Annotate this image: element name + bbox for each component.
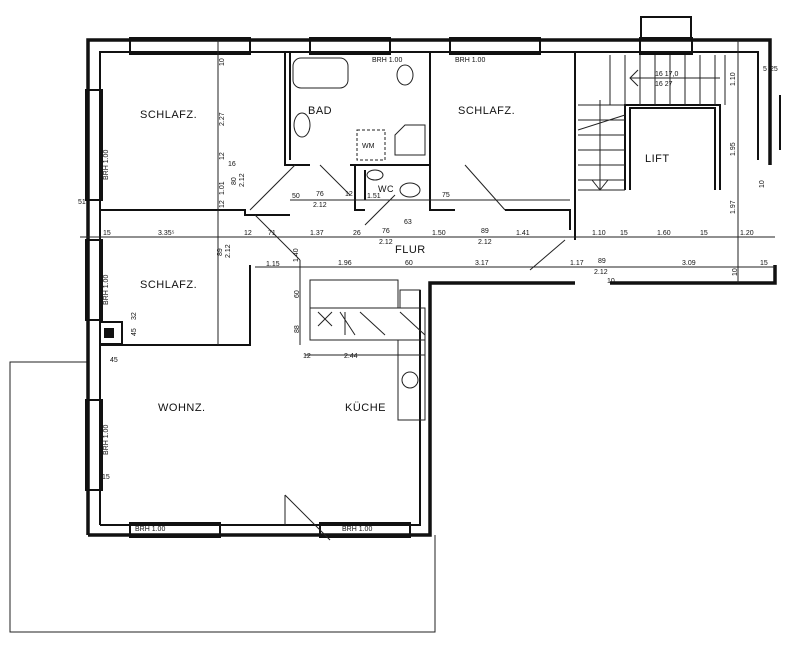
room-label-bad: BAD bbox=[308, 105, 332, 117]
dimension-label: 89 bbox=[217, 248, 224, 256]
window-label: BRH 1.00 bbox=[103, 150, 110, 180]
dimension-label: 1.10 bbox=[592, 230, 606, 237]
room-label-schlafz: SCHLAFZ. bbox=[458, 105, 515, 117]
dimension-label: 3.17 bbox=[475, 260, 489, 267]
dimension-label: 16 bbox=[228, 161, 236, 168]
dimension-label: 15 bbox=[700, 230, 708, 237]
dimension-label: 2.27 bbox=[219, 112, 226, 126]
dimensions-row0: 50 76 2.12 12 1.51 75 63 51 bbox=[78, 191, 450, 226]
dimension-label: 15 bbox=[620, 230, 628, 237]
outer-walls bbox=[85, 37, 781, 538]
dimension-label: 89 bbox=[598, 258, 606, 265]
dimension-label: 76 bbox=[316, 191, 324, 198]
dimension-label: 12 bbox=[219, 152, 226, 160]
dimension-label: 1.10 bbox=[730, 72, 737, 86]
room-label-kueche: KÜCHE bbox=[345, 402, 386, 414]
dimension-label: 60 bbox=[294, 290, 301, 298]
room-label-wohnz: WOHNZ. bbox=[158, 402, 206, 414]
dimension-label: 1.60 bbox=[657, 230, 671, 237]
dimension-label: 2.12 bbox=[313, 202, 327, 209]
dimension-label: 2.44 bbox=[344, 353, 358, 360]
dimension-label: 2.12 bbox=[478, 239, 492, 246]
dimension-label: 75 bbox=[442, 192, 450, 199]
dimension-label: 80 bbox=[231, 177, 238, 185]
room-label-schlafz: SCHLAFZ. bbox=[140, 279, 197, 291]
dimension-label: 1.17 bbox=[570, 260, 584, 267]
dimension-label: 1.97 bbox=[730, 200, 737, 214]
dimension-label: 10 bbox=[732, 268, 739, 276]
dimension-label: 1.15 bbox=[266, 261, 280, 268]
dimensions-row1: 15 3.35⁵ 12 71 1.37 26 76 2.12 1.50 89 2… bbox=[103, 228, 754, 246]
dimensions-vertical-right: 1.10 1.95 1.97 10 5 25 10 10 bbox=[607, 66, 778, 285]
window-label: BRH 1.00 bbox=[103, 275, 110, 305]
dimension-label: 25 bbox=[770, 66, 778, 73]
dimension-label: 2.12 bbox=[239, 173, 246, 187]
dimension-label: 45 bbox=[110, 357, 118, 364]
dimensions-kitchen: 60 88 12 2.44 32 45 45 15 bbox=[102, 290, 358, 481]
interior-walls bbox=[100, 52, 721, 346]
dimension-label: 2.12 bbox=[594, 269, 608, 276]
dimension-label: 3.35⁵ bbox=[158, 230, 175, 237]
chimney bbox=[640, 16, 692, 41]
dimension-label: 10 bbox=[759, 180, 766, 188]
room-label-wc: WC bbox=[378, 184, 394, 194]
dimension-label: 51 bbox=[78, 199, 86, 206]
window-labels: BRH 1.00 BRH 1.00 BRH 1.00 BRH 1.00 BRH … bbox=[103, 57, 678, 533]
dimension-label: 1.96 bbox=[338, 260, 352, 267]
bath-fixtures bbox=[292, 57, 426, 198]
terrace-outline bbox=[9, 361, 436, 633]
room-label-flur: FLUR bbox=[395, 244, 426, 256]
dimension-label: 89 bbox=[481, 228, 489, 235]
window-label: BRH 1.00 bbox=[103, 425, 110, 455]
dimension-label: 10 bbox=[607, 278, 615, 285]
room-labels: SCHLAFZ. BAD SCHLAFZ. LIFT FLUR SCHLAFZ.… bbox=[140, 105, 670, 414]
dimension-label: 50 bbox=[292, 193, 300, 200]
dimension-label: 1.50 bbox=[432, 230, 446, 237]
window-label: BRH 1.00 bbox=[342, 526, 372, 533]
dimension-label: 63 bbox=[404, 219, 412, 226]
dimension-label: 2.12 bbox=[225, 244, 232, 258]
dimension-label: 3.09 bbox=[682, 260, 696, 267]
dimension-label: 10 bbox=[219, 58, 226, 66]
staircase bbox=[577, 55, 726, 191]
room-label-lift: LIFT bbox=[645, 153, 670, 165]
window-label: BRH 1.00 bbox=[135, 526, 165, 533]
dimension-label: 1.95 bbox=[730, 142, 737, 156]
stair-label: 16 27 bbox=[655, 81, 673, 88]
dimension-label: 15 bbox=[760, 260, 768, 267]
dimension-label: 76 bbox=[382, 228, 390, 235]
dimension-label: 12 bbox=[219, 200, 226, 208]
room-label-wm: WM bbox=[362, 143, 375, 150]
dimension-label: 45 bbox=[131, 328, 138, 336]
dimension-label: 60 bbox=[405, 260, 413, 267]
dimension-label: 1.51 bbox=[367, 193, 381, 200]
dimension-label: 5 bbox=[763, 66, 767, 73]
dimension-lines bbox=[80, 40, 775, 356]
dimension-label: 12 bbox=[345, 191, 353, 198]
dimension-label: 26 bbox=[353, 230, 361, 237]
dimensions-vertical-left: 10 2.27 12 1.01 12 16 80 2.12 89 2.12 1.… bbox=[217, 58, 300, 262]
dimension-label: 71 bbox=[268, 230, 276, 237]
dimension-label: 1.01 bbox=[219, 181, 226, 195]
dimension-label: 32 bbox=[131, 312, 138, 320]
dimension-label: 12 bbox=[303, 353, 311, 360]
dimension-label: 1.41 bbox=[516, 230, 530, 237]
dimension-label: 1.40 bbox=[293, 248, 300, 262]
stair-label: 16 17,0 bbox=[655, 71, 678, 78]
dimension-label: 1.20 bbox=[740, 230, 754, 237]
dimensions-row2: 1.15 1.96 60 3.17 1.17 89 2.12 3.09 15 bbox=[266, 258, 768, 276]
kitchen-counter bbox=[309, 279, 426, 421]
dimension-label: 15 bbox=[103, 230, 111, 237]
dimension-label: 1.37 bbox=[310, 230, 324, 237]
dimension-label: 12 bbox=[244, 230, 252, 237]
window-label: BRH 1.00 bbox=[372, 57, 402, 64]
dimension-label: 88 bbox=[294, 325, 301, 333]
room-label-schlafz: SCHLAFZ. bbox=[140, 109, 197, 121]
dimension-label: 2.12 bbox=[379, 239, 393, 246]
dimension-label: 15 bbox=[102, 474, 110, 481]
window-label: BRH 1.00 bbox=[455, 57, 485, 64]
chimney-flue bbox=[99, 321, 123, 345]
